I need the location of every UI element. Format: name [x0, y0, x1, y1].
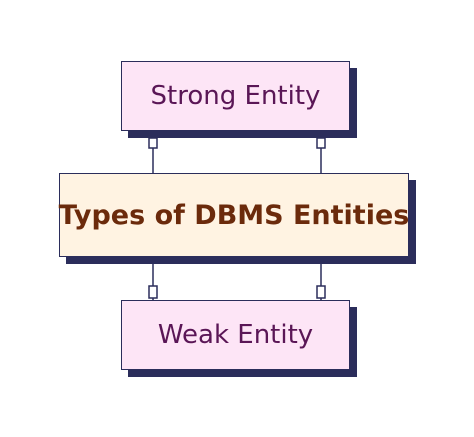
weak-entity-box: Weak Entity	[121, 300, 350, 370]
dbms-entities-box: Types of DBMS Entities	[59, 173, 409, 257]
edge-handle-bottom-right	[316, 285, 326, 299]
dbms-entities-title: Types of DBMS Entities	[58, 199, 410, 231]
strong-entity-box: Strong Entity	[121, 61, 350, 131]
edge-handle-bottom-left	[148, 285, 158, 299]
weak-entity-label: Weak Entity	[157, 320, 314, 350]
strong-entity-label: Strong Entity	[150, 81, 321, 111]
edge-handle-top-left	[148, 137, 158, 149]
edge-handle-top-right	[316, 137, 326, 149]
